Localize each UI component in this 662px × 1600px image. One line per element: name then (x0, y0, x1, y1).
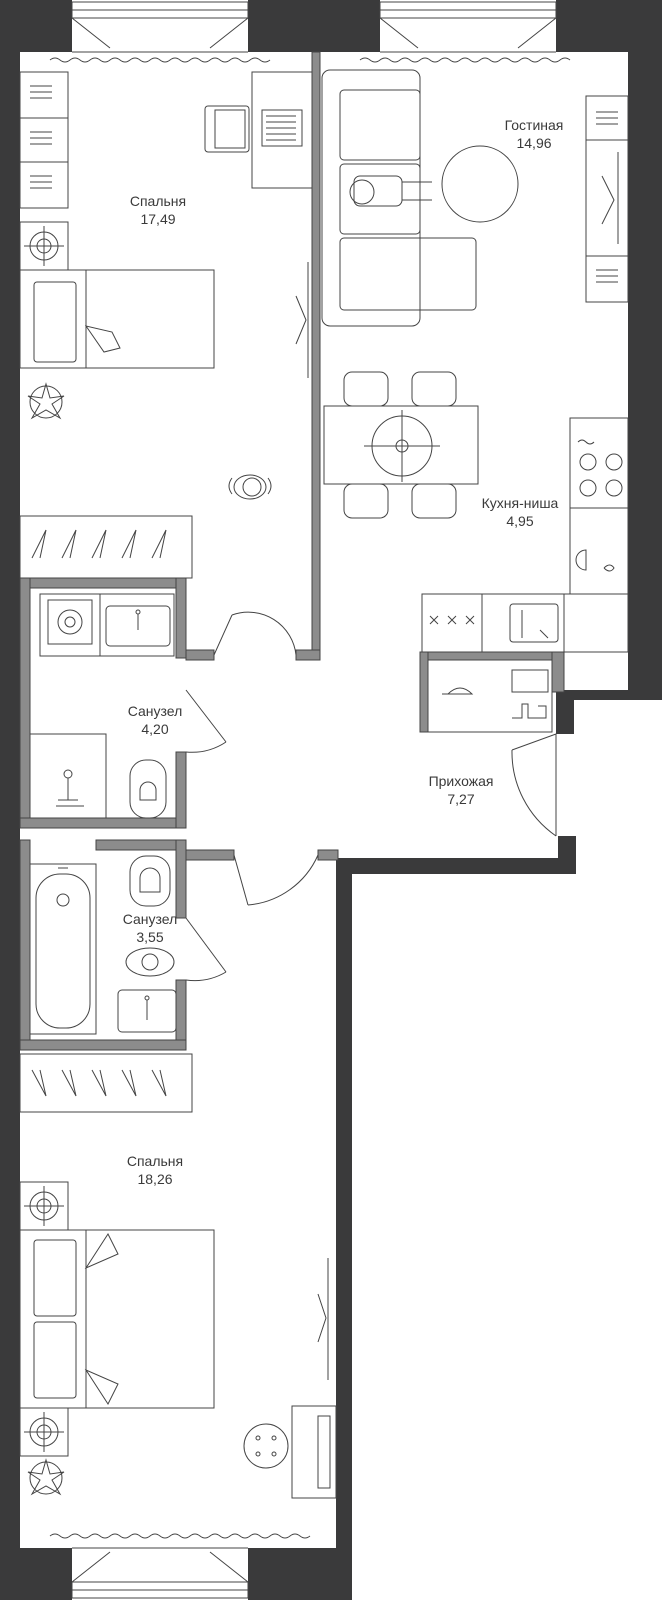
room-area: 4,20 (141, 721, 169, 737)
dining-table-icon (323, 371, 479, 519)
sofa-icon (321, 69, 477, 327)
room-label-kitchen-niche: Кухня-ниша 4,95 (482, 494, 559, 530)
shower-icon (29, 733, 107, 819)
door-bathroom-2 (185, 917, 227, 982)
washing-machine-icon (39, 593, 175, 657)
door-hallway-bedroom-2 (233, 854, 319, 906)
person-icon (125, 947, 175, 977)
round-table-icon (441, 145, 519, 223)
wardrobe-icon (19, 515, 193, 579)
toilet-icon (129, 759, 167, 819)
room-name: Санузел (122, 911, 178, 927)
plant-icon (27, 382, 65, 420)
room-name: Спальня (129, 193, 187, 209)
room-area: 18,26 (137, 1171, 173, 1187)
chair-icon (204, 105, 250, 153)
room-name: Прихожая (428, 773, 494, 789)
shelf-icon (19, 71, 69, 209)
sink-icon (117, 989, 177, 1033)
room-label-living-room: Гостиная 14,96 (505, 116, 564, 152)
tv-icon (295, 295, 307, 345)
room-area: 14,96 (516, 135, 552, 151)
room-label-bedroom-1: Спальня 17,49 (130, 192, 186, 228)
shoes-icon (427, 659, 553, 733)
toilet-icon (129, 855, 171, 907)
room-label-hallway: Прихожая 7,27 (429, 772, 494, 808)
stove-icon (569, 417, 629, 595)
floor-lamp-icon (19, 1407, 69, 1457)
bathtub-icon (29, 863, 97, 1035)
stool-icon (243, 1423, 289, 1469)
room-label-bathroom-2: Санузел 3,55 (123, 910, 178, 946)
tv-icon (317, 1258, 329, 1380)
desk-icon (251, 71, 313, 189)
sink-icon (105, 605, 171, 647)
wardrobe-icon (19, 1053, 193, 1113)
room-area: 4,95 (506, 513, 534, 529)
room-name: Гостиная (504, 117, 564, 133)
window-top-left (49, 1, 271, 63)
window-top-right (359, 1, 571, 63)
interior-partitions (19, 51, 565, 1051)
person-icon (349, 175, 432, 207)
bed-icon (19, 1229, 215, 1409)
room-area: 7,27 (447, 791, 475, 807)
plant-icon (27, 1458, 65, 1496)
door-bathroom-1 (185, 689, 227, 753)
room-area: 17,49 (140, 211, 176, 227)
door-entrance (511, 733, 557, 837)
room-area: 3,55 (136, 929, 164, 945)
floor-lamp-icon (19, 221, 69, 271)
room-name: Санузел (127, 703, 183, 719)
door-bedroom-1 (213, 611, 297, 656)
sink-icon (421, 593, 629, 653)
window-bottom (49, 1533, 311, 1599)
person-icon (228, 474, 272, 500)
shelf-icon (585, 95, 629, 303)
shelf-icon (291, 1405, 337, 1499)
room-name: Спальня (126, 1153, 184, 1169)
bed-icon (19, 269, 215, 369)
room-name: Кухня-ниша (481, 495, 559, 511)
room-label-bedroom-2: Спальня 18,26 (127, 1152, 183, 1188)
floor-lamp-icon (19, 1181, 69, 1231)
room-label-bathroom-1: Санузел 4,20 (128, 702, 183, 738)
